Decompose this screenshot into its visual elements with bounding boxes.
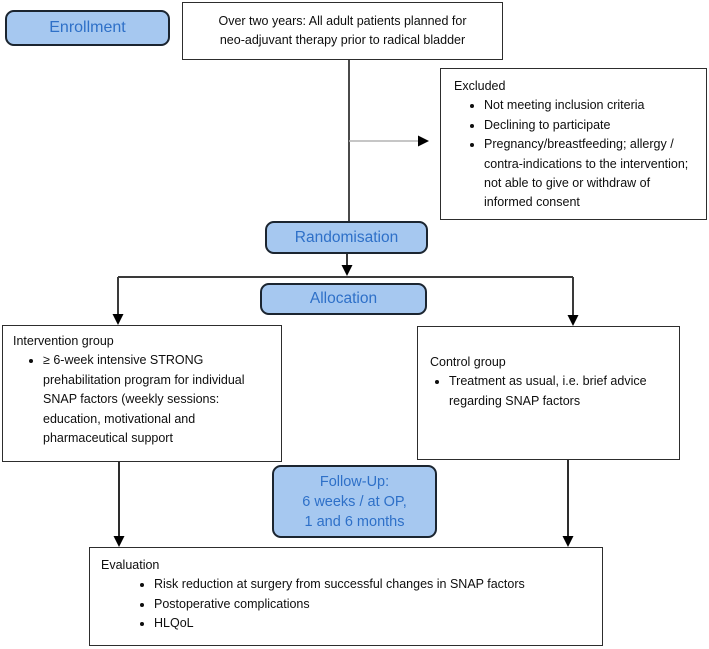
evaluation-title: Evaluation bbox=[101, 558, 160, 572]
intervention-group-box: Intervention group ≥ 6-week intensive ST… bbox=[2, 325, 282, 462]
excluded-list: Not meeting inclusion criteria Declining… bbox=[454, 96, 698, 212]
randomisation-label: Randomisation bbox=[294, 228, 399, 246]
followup-phase-box: Follow-Up: 6 weeks / at OP, 1 and 6 mont… bbox=[272, 465, 437, 538]
arrowhead-evaluation-left bbox=[113, 536, 125, 547]
evaluation-list: Risk reduction at surgery from successfu… bbox=[101, 575, 594, 633]
allocation-label: Allocation bbox=[309, 290, 378, 307]
followup-line3: 1 and 6 months bbox=[304, 513, 405, 530]
followup-line2: 6 weeks / at OP, bbox=[302, 493, 407, 510]
evaluation-item: Risk reduction at surgery from successfu… bbox=[154, 575, 594, 594]
arrowhead-evaluation-right bbox=[562, 536, 574, 547]
followup-line1: Follow-Up: bbox=[319, 473, 390, 490]
population-line1: Over two years: All adult patients plann… bbox=[218, 14, 467, 28]
arrowhead-intervention bbox=[112, 314, 124, 325]
control-item: Treatment as usual, i.e. brief advice re… bbox=[449, 372, 669, 411]
control-title: Control group bbox=[430, 355, 506, 369]
excluded-box: Excluded Not meeting inclusion criteria … bbox=[440, 68, 707, 220]
excluded-item: Not meeting inclusion criteria bbox=[484, 96, 698, 115]
evaluation-box: Evaluation Risk reduction at surgery fro… bbox=[89, 547, 603, 646]
enrollment-phase-box: Enrollment bbox=[5, 10, 170, 46]
allocation-phase-box: Allocation bbox=[260, 283, 427, 315]
arrowhead-excluded bbox=[418, 135, 429, 147]
excluded-item: Declining to participate bbox=[484, 116, 698, 135]
control-list: Treatment as usual, i.e. brief advice re… bbox=[430, 372, 669, 411]
excluded-item: Pregnancy/breastfeeding; allergy / contr… bbox=[484, 135, 698, 213]
arrowhead-branch bbox=[341, 265, 353, 276]
intervention-title: Intervention group bbox=[13, 334, 114, 348]
control-group-box: Control group Treatment as usual, i.e. b… bbox=[417, 326, 680, 460]
excluded-title: Excluded bbox=[454, 79, 506, 93]
arrowhead-control bbox=[567, 315, 579, 326]
evaluation-item: Postoperative complications bbox=[154, 595, 594, 614]
enrollment-label: Enrollment bbox=[49, 19, 126, 36]
population-line2: neo-adjuvant therapy prior to radical bl… bbox=[219, 33, 466, 47]
population-box: Over two years: All adult patients plann… bbox=[182, 2, 503, 60]
randomisation-phase-box: Randomisation bbox=[265, 221, 428, 254]
intervention-item: ≥ 6-week intensive STRONG prehabilitatio… bbox=[43, 351, 273, 448]
intervention-list: ≥ 6-week intensive STRONG prehabilitatio… bbox=[13, 351, 273, 448]
evaluation-item: HLQoL bbox=[154, 614, 594, 633]
